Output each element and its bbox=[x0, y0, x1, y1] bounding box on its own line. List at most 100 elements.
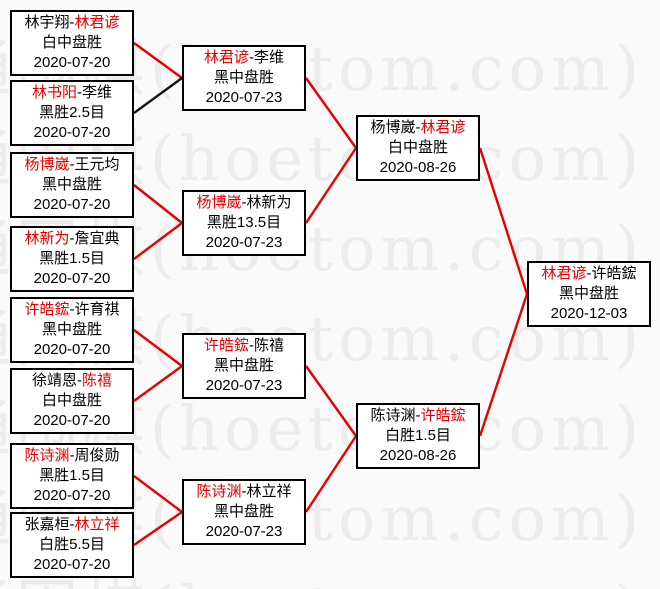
player-2-name: 李维 bbox=[254, 49, 285, 66]
match-date: 2020-07-20 bbox=[33, 54, 111, 71]
match-players: 林书阳-李维 bbox=[12, 83, 132, 103]
connector-line-black bbox=[133, 77, 183, 114]
match-box-sf-m2: 陈诗渊-许皓鋐 白胜1.5目 2020-08-26 bbox=[356, 403, 480, 469]
player-2-name: 许育祺 bbox=[74, 301, 120, 318]
connector-line bbox=[305, 147, 357, 224]
match-box-r1-m2: 林书阳-李维 黑胜2.5目 2020-07-20 bbox=[10, 80, 134, 146]
player-1-name: 杨博崴 bbox=[370, 119, 416, 136]
player-1-name: 陈诗渊 bbox=[370, 407, 416, 424]
match-date: 2020-07-20 bbox=[33, 196, 111, 213]
player-1-name: 林宇翔 bbox=[24, 14, 70, 31]
connector-line bbox=[133, 222, 183, 260]
match-date: 2020-12-03 bbox=[550, 305, 628, 322]
match-result: 黑中盘胜 bbox=[41, 321, 102, 338]
match-result: 黑胜1.5目 bbox=[39, 250, 105, 267]
connector-line bbox=[304, 435, 358, 513]
player-1-name: 许皓鋐 bbox=[203, 337, 249, 354]
match-result: 白胜5.5目 bbox=[39, 536, 105, 553]
player-separator: - bbox=[241, 194, 247, 211]
match-players: 杨博崴-林君谚 bbox=[358, 118, 478, 138]
match-result: 白中盘胜 bbox=[387, 139, 448, 156]
match-players: 徐靖恩-陈禧 bbox=[12, 371, 132, 391]
player-separator: - bbox=[415, 119, 421, 136]
match-box-r1-m4: 林新为-詹宜典 黑胜1.5目 2020-07-20 bbox=[10, 226, 134, 292]
connector-line bbox=[305, 365, 357, 437]
match-result: 黑中盘胜 bbox=[558, 285, 619, 302]
match-box-final: 林君谚-许皓鋐 黑中盘胜 2020-12-03 bbox=[527, 261, 651, 327]
match-players: 陈诗渊-林立祥 bbox=[184, 482, 304, 502]
match-result: 黑中盘胜 bbox=[213, 503, 274, 520]
player-2-name: 林君谚 bbox=[74, 14, 120, 31]
match-box-r2-m4: 陈诗渊-林立祥 黑中盘胜 2020-07-23 bbox=[182, 479, 306, 545]
player-2-name: 李维 bbox=[82, 84, 113, 101]
match-result: 白中盘胜 bbox=[41, 34, 102, 51]
player-2-name: 林立祥 bbox=[246, 483, 292, 500]
match-date: 2020-07-20 bbox=[33, 412, 111, 429]
player-separator: - bbox=[69, 516, 75, 533]
match-result: 黑中盘胜 bbox=[213, 69, 274, 86]
match-players: 林宇翔-林君谚 bbox=[12, 13, 132, 33]
player-separator: - bbox=[77, 372, 82, 389]
match-players: 张嘉桓-林立祥 bbox=[12, 515, 132, 535]
player-1-name: 杨博崴 bbox=[196, 194, 242, 211]
match-box-r1-m3: 杨博崴-王元均 黑中盘胜 2020-07-20 bbox=[10, 152, 134, 218]
match-players: 陈诗渊-许皓鋐 bbox=[358, 406, 478, 426]
match-box-r2-m1: 林君谚-李维 黑中盘胜 2020-07-23 bbox=[182, 45, 306, 111]
match-box-r1-m7: 陈诗渊-周俊勋 黑胜1.5目 2020-07-20 bbox=[10, 443, 134, 509]
match-players: 杨博崴-王元均 bbox=[12, 155, 132, 175]
match-box-r1-m1: 林宇翔-林君谚 白中盘胜 2020-07-20 bbox=[10, 10, 134, 76]
player-1-name: 林君谚 bbox=[203, 49, 249, 66]
match-result: 黑中盘胜 bbox=[41, 176, 102, 193]
match-box-r1-m5: 许皓鋐-许育祺 黑中盘胜 2020-07-20 bbox=[10, 297, 134, 363]
match-result: 黑胜2.5目 bbox=[39, 104, 105, 121]
match-date: 2020-07-20 bbox=[33, 487, 111, 504]
player-2-name: 林新为 bbox=[246, 194, 292, 211]
match-date: 2020-07-20 bbox=[33, 556, 111, 573]
match-date: 2020-08-26 bbox=[379, 159, 457, 176]
player-separator: - bbox=[69, 156, 75, 173]
player-2-name: 詹宜典 bbox=[74, 230, 120, 247]
match-date: 2020-07-20 bbox=[33, 124, 111, 141]
player-separator: - bbox=[69, 301, 75, 318]
player-1-name: 陈诗渊 bbox=[24, 447, 70, 464]
player-1-name: 陈诗渊 bbox=[196, 483, 242, 500]
match-result: 黑中盘胜 bbox=[213, 357, 274, 374]
match-date: 2020-07-20 bbox=[33, 270, 111, 287]
player-1-name: 杨博崴 bbox=[24, 156, 70, 173]
player-separator: - bbox=[241, 483, 247, 500]
connector-line bbox=[133, 511, 183, 546]
match-result: 黑胜13.5目 bbox=[206, 214, 282, 231]
connector-line bbox=[478, 147, 529, 295]
player-2-name: 许皓鋐 bbox=[420, 407, 466, 424]
player-1-name: 林书阳 bbox=[31, 84, 77, 101]
connector-line bbox=[478, 293, 529, 437]
player-separator: - bbox=[586, 265, 592, 282]
match-box-r2-m3: 许皓鋐-陈禧 黑中盘胜 2020-07-23 bbox=[182, 333, 306, 399]
player-1-name: 徐靖恩 bbox=[31, 372, 77, 389]
player-separator: - bbox=[69, 14, 75, 31]
connector-line bbox=[305, 77, 357, 149]
player-1-name: 林君谚 bbox=[541, 265, 587, 282]
match-result: 白中盘胜 bbox=[41, 392, 102, 409]
match-players: 林新为-詹宜典 bbox=[12, 229, 132, 249]
match-box-r1-m6: 徐靖恩-陈禧 白中盘胜 2020-07-20 bbox=[10, 368, 134, 434]
match-date: 2020-08-26 bbox=[379, 447, 457, 464]
match-box-r1-m8: 张嘉桓-林立祥 白胜5.5目 2020-07-20 bbox=[10, 512, 134, 578]
connector-line bbox=[133, 42, 183, 79]
match-date: 2020-07-23 bbox=[205, 234, 283, 251]
match-players: 许皓鋐-许育祺 bbox=[12, 300, 132, 320]
match-players: 许皓鋐-陈禧 bbox=[184, 336, 304, 356]
match-date: 2020-07-23 bbox=[205, 377, 283, 394]
connector-line bbox=[133, 475, 183, 513]
player-separator: - bbox=[249, 337, 254, 354]
match-date: 2020-07-23 bbox=[205, 89, 283, 106]
player-separator: - bbox=[69, 230, 75, 247]
player-2-name: 陈禧 bbox=[254, 337, 285, 354]
player-separator: - bbox=[77, 84, 82, 101]
player-separator: - bbox=[69, 447, 75, 464]
match-players: 林君谚-许皓鋐 bbox=[529, 264, 649, 284]
player-2-name: 陈禧 bbox=[82, 372, 113, 389]
match-box-sf-m1: 杨博崴-林君谚 白中盘胜 2020-08-26 bbox=[356, 115, 480, 181]
player-1-name: 林新为 bbox=[24, 230, 70, 247]
